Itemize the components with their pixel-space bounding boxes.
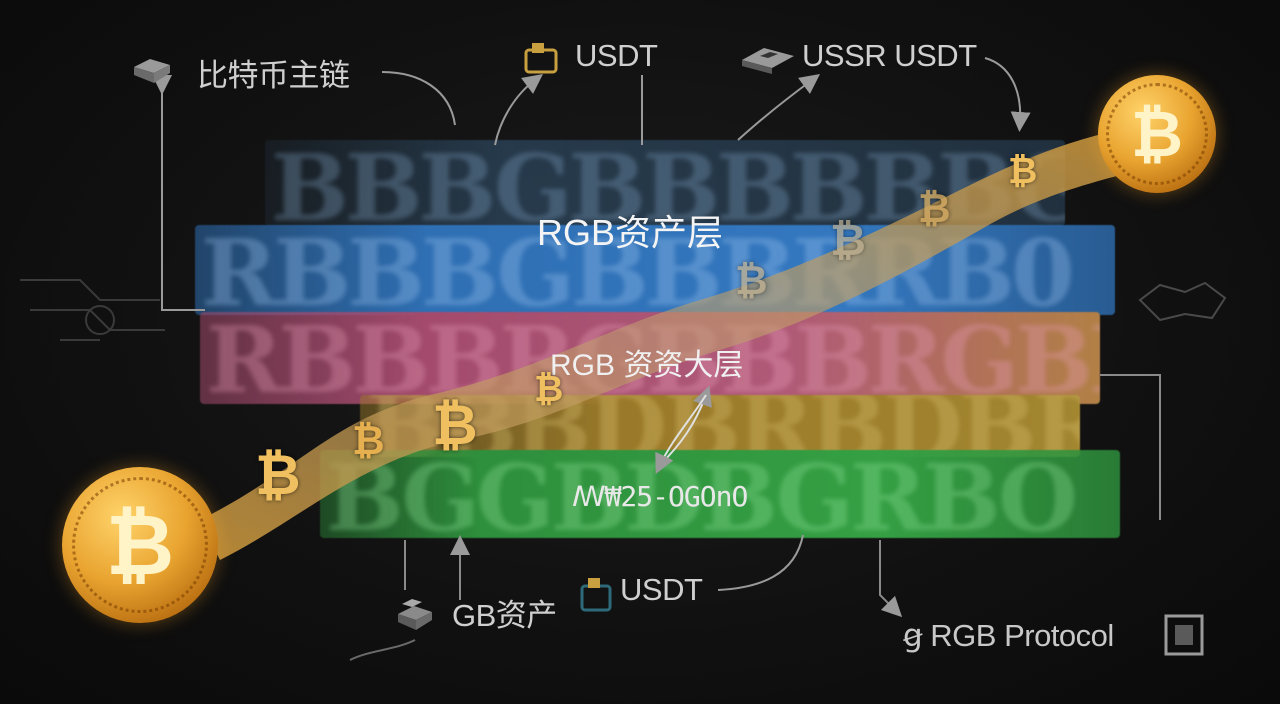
bitcoin-coin-icon: ₿ <box>255 443 301 508</box>
stacked-cubes-icon <box>392 596 442 640</box>
rgb-protocol-label: ꞡ RGB Protocol <box>903 618 1114 653</box>
layer-ghost-text: BGGBDBGRBO <box>326 450 1078 538</box>
layer-top-ghost: BBBGBBBBBBGBB <box>265 140 1065 226</box>
usdt-bottom-label: USDT <box>620 572 703 607</box>
transfer-ribbon <box>200 130 1140 560</box>
encoded-string: ꟿ₩25-OGOnO <box>572 480 748 513</box>
bitcoin-coin-icon: ₿ <box>735 258 768 304</box>
bitcoin-coin-large-left: ₿ <box>62 467 218 623</box>
bitcoin-coin-icon: ₿ <box>918 186 951 232</box>
square-icon <box>1163 613 1205 657</box>
rgb-second-layer-title: RGB 资资大层 <box>550 349 744 382</box>
cube-icon <box>130 55 174 85</box>
bitcoin-coin-icon: ₿ <box>830 215 866 266</box>
bitcoin-coin-icon: ₿ <box>534 369 564 410</box>
bitcoin-mainchain-label: 比特币主链 <box>197 58 350 93</box>
bitcoin-coin-icon: ₿ <box>432 393 478 458</box>
coin-ring <box>1106 83 1208 185</box>
coin-ring <box>72 477 208 613</box>
ussr-usdt-label: USSR USDT <box>802 38 977 73</box>
bitcoin-coin-icon: ₿ <box>1008 151 1038 192</box>
chip-icon <box>738 40 798 76</box>
usdt-top-label: USDT <box>575 38 658 73</box>
wallet-icon <box>522 40 560 76</box>
wallet-icon <box>578 574 614 614</box>
rgb-asset-layer-title: RGB资产层 <box>537 212 724 253</box>
gb-asset-label: GB资产 <box>452 598 557 633</box>
bitcoin-coin-icon: ₿ <box>352 418 385 464</box>
layer-green: BGGBDBGRBO <box>320 450 1120 538</box>
bitcoin-coin-large-right: ₿ <box>1098 75 1216 193</box>
